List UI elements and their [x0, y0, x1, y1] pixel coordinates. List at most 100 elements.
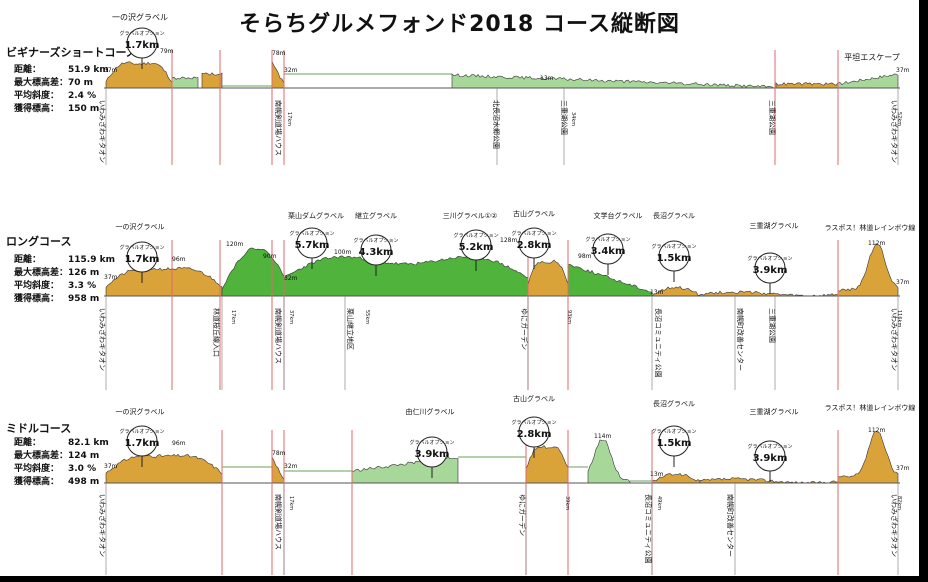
elevation-label: 78m [272, 50, 286, 57]
gravel-distance-bubble-caption: グラベルオプション [119, 428, 164, 435]
gravel-distance-bubble-caption: グラベルオプション [511, 419, 556, 426]
stat-value: 498 m [68, 477, 100, 487]
poi-label: いわみざわキタオン [98, 494, 107, 557]
gravel-distance-bubble-caption: グラベルオプション [289, 230, 334, 237]
section-label: 一の沢グラベル [116, 407, 165, 416]
poi-label: 長沼コミュニティ公園 [644, 494, 653, 564]
stats-long: 距離：115.9 km 最大標高差：126 m 平均斜度：3.3 % 獲得標高：… [14, 254, 115, 306]
stats-middle: 距離：82.1 km 最大標高差：124 m 平均斜度：3.0 % 獲得標高：4… [14, 437, 109, 489]
gravel-distance-bubble-caption: グラベルオプション [651, 243, 696, 250]
section-label: 三川グラベル①② [443, 211, 498, 220]
profile-segment-gravel [837, 73, 899, 89]
gravel-distance-bubble-caption: グラベルオプション [119, 244, 164, 251]
distance-marker: 17km [230, 310, 236, 324]
distance-marker: 17km [286, 112, 292, 126]
course-name-long: ロングコース [6, 235, 72, 248]
distance-marker: 82km [896, 496, 902, 510]
elevation-label: 98m [578, 253, 592, 260]
gravel-distance-bubble-caption: グラベルオプション [747, 255, 792, 262]
profile-segment-gravel-option [525, 445, 569, 484]
gravel-distance-bubble-distance: 3.4km [591, 246, 626, 257]
profile-segment-gravel-option [837, 430, 899, 484]
stat-value: 70 m [68, 78, 94, 88]
poi-label: いわみざわキタオン [890, 308, 899, 371]
elevation-label: 114m [594, 433, 611, 440]
section-label: 長沼グラベル [653, 399, 695, 408]
stat-label: 距離： [14, 438, 42, 448]
gravel-distance-bubble-distance: 5.2km [459, 242, 494, 253]
stat-label: 獲得標高： [14, 104, 60, 114]
poi-label: 北長沼水郷公園 [492, 100, 501, 149]
stat-label: 平均斜度： [14, 281, 60, 291]
distance-marker: 39km [564, 496, 570, 510]
poi-label: 南幌剣道場ハウス [274, 494, 283, 550]
poi-label: いわみざわキタオン [890, 494, 899, 557]
stat-value: 3.3 % [68, 281, 97, 291]
section-label: 古山グラベル [513, 394, 555, 403]
profile-segment-gravel-option [837, 243, 899, 297]
gravel-distance-bubble-caption: グラベルオプション [747, 443, 792, 450]
poi-label: 南幌町改善センター [736, 308, 745, 371]
gravel-distance-bubble-distance: 1.7km [125, 254, 160, 265]
elevation-label: 120m [226, 241, 243, 248]
section-label: 長沼グラベル [653, 211, 695, 220]
elevation-label: 32m [284, 463, 298, 470]
profile-segment-gravel-option [271, 456, 285, 484]
gravel-distance-bubble-caption: グラベルオプション [409, 439, 454, 446]
poi-label: 林道桜丘線入口 [212, 308, 221, 357]
distance-marker: 17km [288, 496, 294, 510]
profile-segment-gravel-option [651, 472, 701, 484]
gravel-distance-bubble-caption: グラベルオプション [585, 236, 630, 243]
gravel-distance-bubble-caption: グラベルオプション [511, 230, 556, 237]
section-label: 三重湖グラベル [750, 407, 799, 416]
profile-segment-gravel-option [201, 72, 223, 89]
elevation-label: 100m [334, 249, 351, 256]
profile-segment-gravel-option [271, 61, 285, 89]
profile-segment-gravel [171, 76, 199, 89]
profile-segment-gravel-option [105, 453, 223, 484]
stat-label: 最大標高差： [14, 78, 69, 88]
stat-value: 115.9 km [68, 255, 115, 265]
distance-marker: 37km [288, 310, 294, 324]
distance-marker: 34km [570, 112, 576, 126]
gravel-distance-bubble-distance: 3.9km [415, 449, 450, 460]
course-name-middle: ミドルコース [6, 422, 72, 435]
gravel-distance-bubble-distance: 5.7km [295, 240, 330, 251]
distance-marker: 116km [896, 310, 902, 327]
profile-segment-gravel-option [105, 61, 173, 89]
section-label: 一の沢グラベル [116, 222, 165, 231]
stat-label: 獲得標高： [14, 294, 60, 304]
gravel-distance-bubble-distance: 1.7km [125, 438, 160, 449]
elevation-label: 37m [104, 67, 118, 74]
stat-value: 82.1 km [68, 438, 109, 448]
poi-label: ゆにガーデン [520, 308, 529, 350]
profile-segment-gravel-option [699, 477, 839, 484]
profile-segment-gravel-option [651, 285, 701, 297]
stat-label: 最大標高差： [14, 268, 69, 278]
elevation-label: 13m [650, 289, 664, 296]
elevation-label: 90m [263, 253, 277, 260]
distance-marker: 55km [364, 310, 370, 324]
gravel-distance-bubble-caption: グラベルオプション [353, 237, 398, 244]
elevation-label: 32m [284, 67, 298, 74]
profile-segment-gravel [221, 247, 285, 297]
stat-label: 平均斜度： [14, 91, 60, 101]
section-label: ラスポス！林道レインボウ線 [825, 223, 916, 232]
elevation-label: 112m [868, 240, 885, 247]
profile-segment-gravel [283, 255, 529, 297]
elevation-label: 112m [868, 427, 885, 434]
poi-label: 南幌町改善センター [726, 494, 735, 557]
gravel-distance-bubble-distance: 4.3km [359, 247, 394, 258]
elevation-label: 37m [104, 274, 118, 281]
section-label: 三重湖グラベル [750, 221, 799, 230]
profile-segment-gravel-option [105, 266, 223, 297]
profile-segment-gravel-option [775, 81, 839, 89]
stat-value: 3.0 % [68, 464, 97, 474]
elevation-label: 78m [272, 450, 286, 457]
poi-label: 南幌剣道場ハウス [274, 308, 283, 364]
section-label: 由仁川グラベル [406, 407, 455, 416]
gravel-distance-bubble-distance: 1.5km [657, 253, 692, 264]
stat-value: 126 m [68, 268, 100, 278]
stat-label: 平均斜度： [14, 464, 60, 474]
